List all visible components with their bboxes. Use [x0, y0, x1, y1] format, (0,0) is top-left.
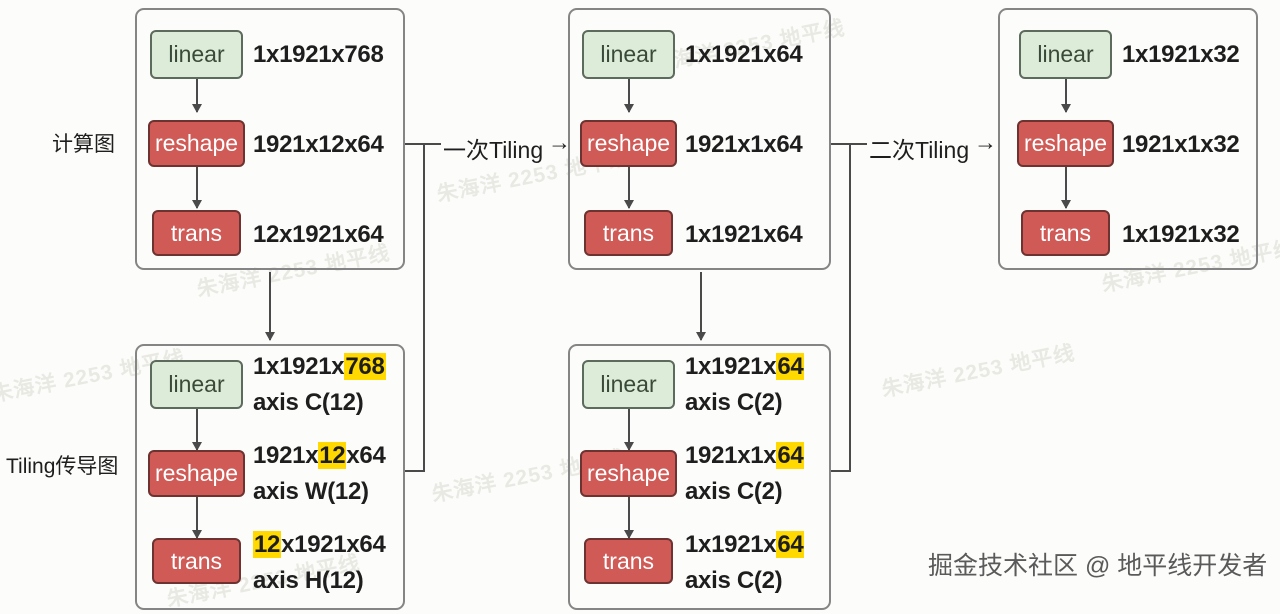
shape-label: 1921x1x64	[685, 442, 805, 469]
node-linear[interactable]: linear	[150, 360, 243, 409]
connector-segment	[831, 143, 851, 145]
panel-tiling-col1	[135, 344, 405, 610]
node-reshape[interactable]: reshape	[1017, 120, 1114, 167]
node-linear[interactable]: linear	[1019, 30, 1112, 79]
panel-compute-col1	[135, 8, 405, 270]
node-trans[interactable]: trans	[584, 210, 673, 256]
shape-label: 12x1921x64	[253, 531, 386, 558]
shape-label: 1921x1x64	[685, 131, 803, 158]
shape-label: 12x1921x64	[253, 221, 384, 248]
connector-arrow-second-tiling: →	[974, 129, 997, 155]
connector-segment	[423, 143, 425, 471]
connector-label-second-tiling: 二次Tiling	[869, 137, 970, 163]
attribution-text: 掘金技术社区 @ 地平线开发者	[928, 552, 1268, 580]
axis-label: axis C(2)	[685, 389, 783, 416]
node-trans[interactable]: trans	[1021, 210, 1110, 256]
shape-label: 1x1921x64	[685, 221, 803, 248]
shape-label: 1921x1x32	[1122, 131, 1240, 158]
shape-label: 1x1921x64	[685, 531, 805, 558]
flow-arrow	[196, 409, 198, 450]
flow-arrow	[628, 409, 630, 450]
connector-segment	[405, 470, 425, 472]
flow-arrow	[196, 79, 198, 112]
node-linear[interactable]: linear	[150, 30, 243, 79]
panel-flow-arrow	[269, 272, 271, 340]
flow-arrow	[628, 497, 630, 538]
connector-segment	[849, 143, 851, 471]
flow-arrow	[1065, 167, 1067, 208]
shape-label: 1x1921x768	[253, 41, 384, 68]
node-trans[interactable]: trans	[152, 210, 241, 256]
flow-arrow	[196, 167, 198, 208]
connector-label-first-tiling: 一次Tiling	[443, 137, 544, 163]
axis-label: axis H(12)	[253, 567, 364, 594]
panel-flow-arrow	[700, 272, 702, 340]
axis-label: axis C(12)	[253, 389, 364, 416]
flow-arrow	[196, 497, 198, 538]
shape-label: 1921x12x64	[253, 442, 386, 469]
shape-label: 1x1921x768	[253, 353, 386, 380]
axis-label: axis C(2)	[685, 478, 783, 505]
connector-segment	[405, 143, 425, 145]
flow-arrow	[628, 79, 630, 112]
panel-tiling-col2	[568, 344, 831, 610]
connector-segment	[423, 143, 441, 145]
node-reshape[interactable]: reshape	[148, 450, 245, 497]
shape-label: 1x1921x64	[685, 41, 803, 68]
flow-arrow	[628, 167, 630, 208]
panel-compute-col2	[568, 8, 831, 270]
axis-label: axis C(2)	[685, 567, 783, 594]
connector-segment	[831, 470, 851, 472]
node-trans[interactable]: trans	[584, 538, 673, 584]
shape-label: 1921x12x64	[253, 131, 384, 158]
connector-segment	[849, 143, 867, 145]
shape-label: 1x1921x32	[1122, 41, 1240, 68]
node-reshape[interactable]: reshape	[148, 120, 245, 167]
shape-label: 1x1921x64	[685, 353, 805, 380]
shape-label: 1x1921x32	[1122, 221, 1240, 248]
node-reshape[interactable]: reshape	[580, 120, 677, 167]
flow-arrow	[1065, 79, 1067, 112]
node-reshape[interactable]: reshape	[580, 450, 677, 497]
node-trans[interactable]: trans	[152, 538, 241, 584]
caption-tiling-graph: Tiling传导图	[6, 455, 119, 478]
axis-label: axis W(12)	[253, 478, 369, 505]
node-linear[interactable]: linear	[582, 30, 675, 79]
connector-arrow-first-tiling: →	[548, 129, 571, 155]
caption-compute-graph: 计算图	[52, 133, 115, 156]
node-linear[interactable]: linear	[582, 360, 675, 409]
watermark: 朱海洋 2253 地平线	[879, 341, 1078, 402]
panel-compute-col3	[998, 8, 1258, 270]
